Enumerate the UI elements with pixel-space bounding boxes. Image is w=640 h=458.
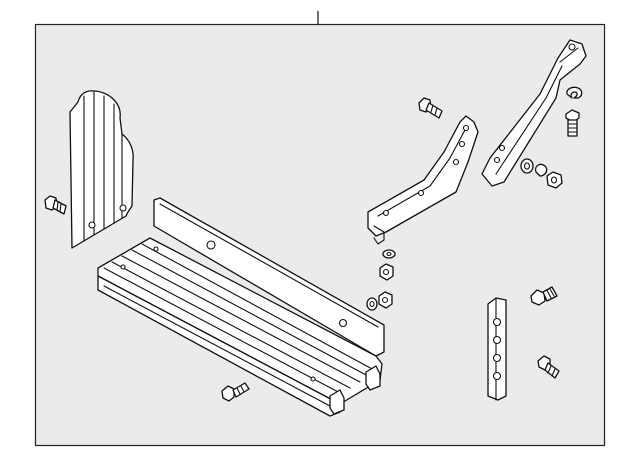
washer-center[interactable] [382,249,396,259]
diagram-frame [34,23,606,447]
running-board-step[interactable] [97,197,385,417]
rear-splash-guard[interactable] [69,90,134,249]
rear-mounting-bracket[interactable] [481,39,587,187]
front-mounting-bracket[interactable] [367,115,479,245]
lock-washer-top[interactable] [566,86,583,99]
washer-nut-lower[interactable] [366,291,393,311]
bolt-bottom[interactable] [221,382,250,402]
washer-nut-right[interactable] [520,158,563,189]
bolt-right-middle[interactable] [530,286,558,306]
bolt-right-small[interactable] [565,109,580,137]
reinforcement-plate[interactable] [487,297,507,401]
bolt-top-center[interactable] [418,97,443,119]
nut-center[interactable] [379,263,394,281]
bolt-left[interactable] [44,195,67,215]
bolt-right-bottom[interactable] [537,355,560,379]
